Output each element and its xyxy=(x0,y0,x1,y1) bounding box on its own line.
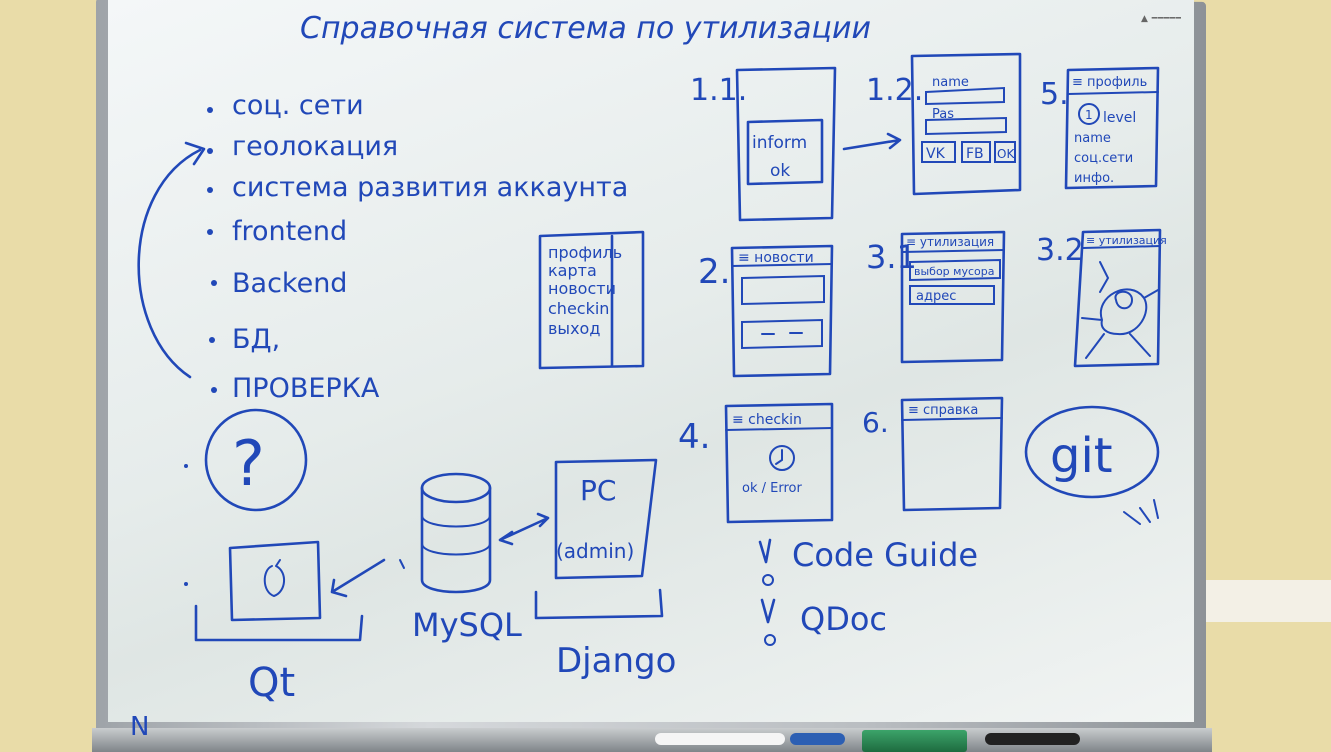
admin-label: (admin) xyxy=(556,539,634,563)
screen-text: level xyxy=(1103,110,1136,126)
wall-stripe xyxy=(1185,580,1331,622)
screen-header: ≡ справка xyxy=(908,403,978,418)
screen-2: 2. ≡ новости xyxy=(698,244,834,378)
qt-label: Qt xyxy=(248,660,295,706)
menu-item: новости xyxy=(548,279,616,298)
marker-white xyxy=(655,733,785,745)
screen-5: 5. ≡ профиль 1 level name соц.сети инфо. xyxy=(1040,66,1160,190)
feature-item: геолокация xyxy=(232,131,398,162)
screen-text: Pas xyxy=(932,107,954,122)
screen-header: ≡ новости xyxy=(738,250,814,266)
screen-number: 1.2. xyxy=(866,73,923,108)
screen-text: 1 xyxy=(1085,108,1093,122)
tool-item: QDoc xyxy=(800,600,887,638)
screen-header: ≡ checkin xyxy=(732,412,802,428)
screen-header: ≡ утилизация xyxy=(1086,234,1167,247)
screen-text: ok / Error xyxy=(742,481,802,496)
board-title: Справочная система по утилизации xyxy=(300,11,871,46)
screen-6: 6. ≡ справка xyxy=(862,396,1004,512)
question-sketch: ? xyxy=(204,408,308,512)
screen-button: FB xyxy=(966,146,984,162)
screen-header: ≡ утилизация xyxy=(906,235,994,249)
screen-number: 3.1 xyxy=(866,238,917,276)
corner-scribble: N xyxy=(130,712,149,742)
screen-number: 5. xyxy=(1040,77,1069,112)
feature-item: Backend xyxy=(232,268,347,299)
marker-blue xyxy=(790,733,845,745)
git-sketch: git xyxy=(1024,405,1160,525)
menu-sketch: профиль карта новости checkin выход xyxy=(538,230,645,370)
board-eraser xyxy=(862,730,967,752)
screen-number: 3.2 xyxy=(1036,233,1084,268)
django-label: Django xyxy=(556,641,676,681)
screen-text: name xyxy=(1074,131,1111,146)
screen-1-1: 1.1. inform ok xyxy=(690,66,837,222)
arrow-to-1-2 xyxy=(842,132,902,151)
menu-item: checkin xyxy=(548,299,609,318)
pc-label: PC xyxy=(580,474,616,507)
map-doodle xyxy=(1081,261,1159,359)
pc-sketch: PC (admin) Django xyxy=(534,458,676,681)
feature-list: соц. сети геолокация система развития ак… xyxy=(207,90,628,404)
mysql-sketch: MySQL xyxy=(399,472,522,644)
whiteboard-surface xyxy=(108,0,1194,722)
screen-text: инфо. xyxy=(1074,171,1114,186)
feature-item: ПРОВЕРКА xyxy=(232,373,380,404)
feature-item: БД, xyxy=(232,324,280,355)
screen-field: адрес xyxy=(916,289,956,304)
screen-button: VK xyxy=(926,146,946,162)
screen-text: соц.сети xyxy=(1074,151,1133,166)
feature-item: frontend xyxy=(232,216,347,247)
board-logo: ▲ ━━━━━ xyxy=(1141,14,1182,24)
qt-sketch: Qt xyxy=(194,540,386,706)
screen-text: name xyxy=(932,75,969,90)
screen-button: OK xyxy=(997,147,1015,161)
screen-text: inform xyxy=(752,133,807,153)
question-mark: ? xyxy=(232,427,265,500)
screen-text: ok xyxy=(770,161,790,181)
screen-number: 2. xyxy=(698,252,730,292)
menu-item: выход xyxy=(548,319,600,338)
screen-number: 4. xyxy=(678,417,710,457)
screen-field: выбор мусора xyxy=(914,265,994,278)
tools-list: Code Guide QDoc xyxy=(758,536,978,646)
screen-3-2: 3.2 ≡ утилизация xyxy=(1036,228,1167,368)
screen-header: ≡ профиль xyxy=(1072,75,1147,90)
menu-item: профиль xyxy=(548,243,622,262)
git-label: git xyxy=(1050,428,1113,484)
screen-3-1: 3.1 ≡ утилизация выбор мусора адрес xyxy=(866,230,1006,364)
db-pc-link xyxy=(498,512,550,546)
marker-black xyxy=(985,733,1080,745)
screen-1-2: 1.2. name Pas VK FB OK xyxy=(866,52,1022,196)
tool-item: Code Guide xyxy=(792,536,978,574)
db-label: MySQL xyxy=(412,606,522,644)
loop-arrow xyxy=(137,141,206,379)
feature-item: система развития аккаунта xyxy=(232,172,628,203)
feature-item: соц. сети xyxy=(232,90,364,121)
menu-item: карта xyxy=(548,261,597,280)
screen-4: 4. ≡ checkin ok / Error xyxy=(678,402,834,524)
screen-number: 6. xyxy=(862,406,889,439)
